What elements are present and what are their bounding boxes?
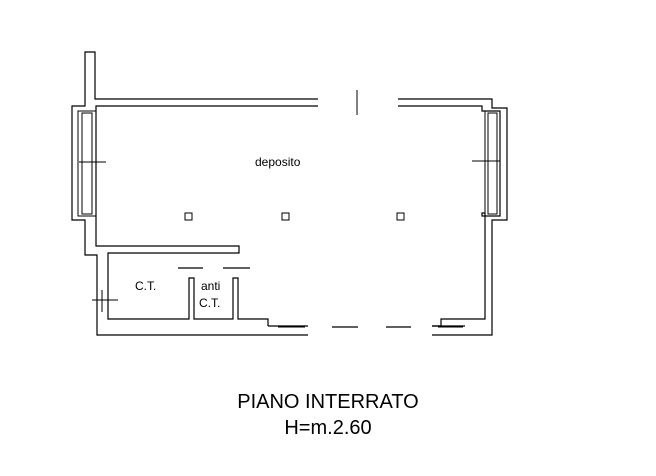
plan-height: H=m.2.60	[284, 417, 372, 439]
window-left	[77, 110, 97, 217]
window-left-inner	[81, 112, 93, 215]
plan-title: PIANO INTERRATO	[237, 391, 419, 413]
outer-wall-outer	[71, 51, 318, 336]
pillar-2	[281, 212, 290, 221]
window-right-inner	[487, 112, 498, 215]
room-label-ct: C.T.	[135, 279, 156, 293]
room-label-anti-line2: C.T.	[199, 296, 220, 310]
outer-wall-inner-right	[398, 105, 501, 327]
pillar-3	[396, 212, 405, 221]
window-right	[484, 110, 501, 217]
outer-wall-outer-right	[398, 98, 508, 336]
outer-wall-inner-left	[95, 105, 318, 326]
room-label-deposito: deposito	[255, 155, 301, 169]
room-label-anti-line1: anti	[201, 279, 220, 293]
pillar-1	[184, 212, 193, 221]
